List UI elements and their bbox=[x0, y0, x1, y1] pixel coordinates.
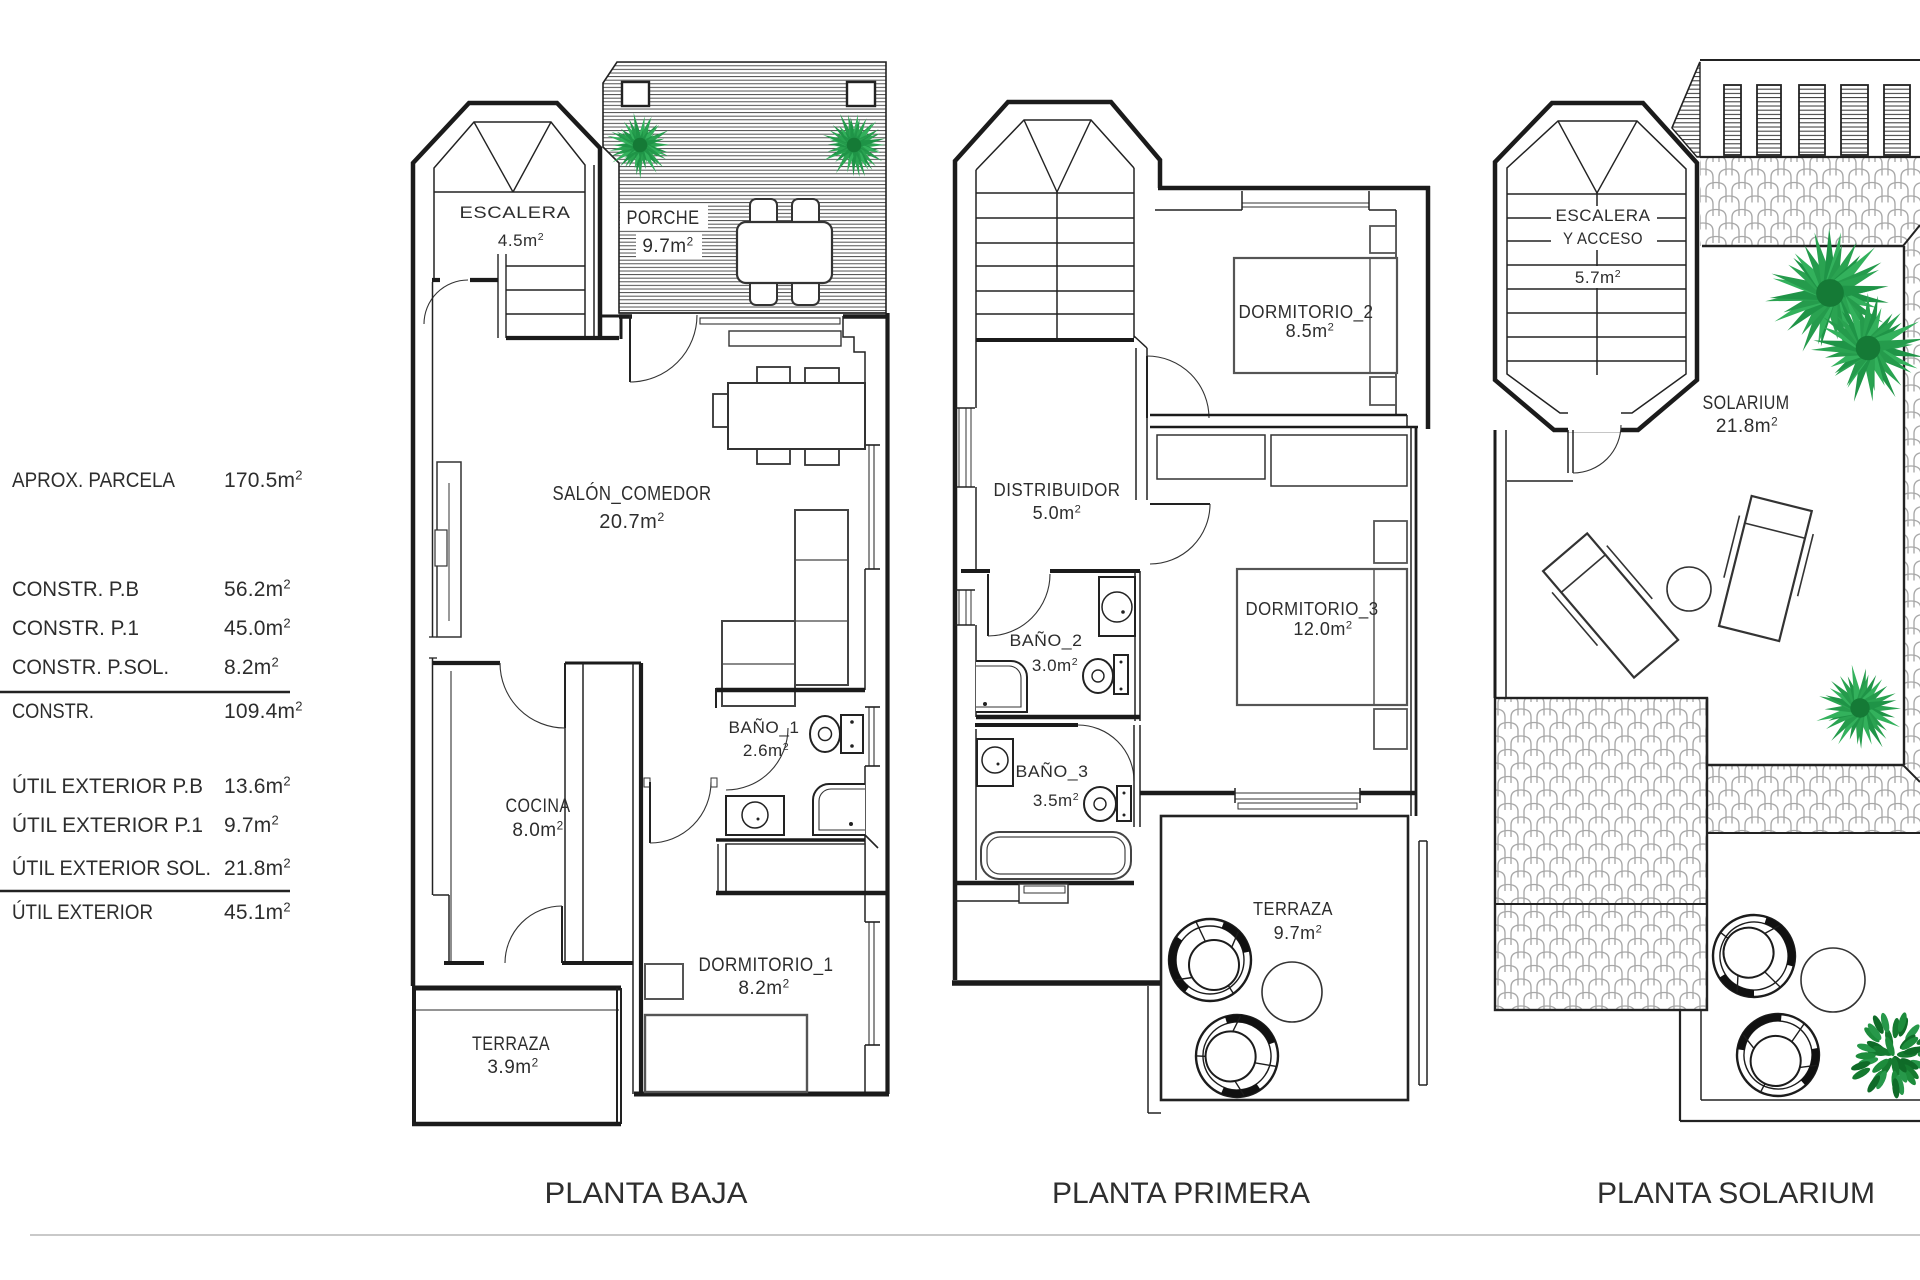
svg-text:3.0m2: 3.0m2 bbox=[1032, 656, 1078, 675]
svg-text:8.0m2: 8.0m2 bbox=[512, 819, 563, 841]
svg-text:ÚTIL EXTERIOR P.1: ÚTIL EXTERIOR P.1 bbox=[12, 814, 203, 837]
svg-text:CONSTR. P.SOL.: CONSTR. P.SOL. bbox=[12, 656, 169, 679]
svg-text:4.5m2: 4.5m2 bbox=[498, 231, 544, 250]
svg-text:DORMITORIO_1: DORMITORIO_1 bbox=[699, 955, 834, 976]
svg-text:DORMITORIO_2: DORMITORIO_2 bbox=[1239, 302, 1374, 323]
svg-text:CONSTR.: CONSTR. bbox=[12, 700, 94, 723]
svg-text:Y ACCESO: Y ACCESO bbox=[1563, 229, 1643, 248]
svg-text:9.7m2: 9.7m2 bbox=[224, 813, 279, 837]
svg-text:SALÓN_COMEDOR: SALÓN_COMEDOR bbox=[553, 482, 712, 505]
svg-text:DISTRIBUIDOR: DISTRIBUIDOR bbox=[994, 480, 1121, 500]
svg-text:8.5m2: 8.5m2 bbox=[1286, 321, 1335, 341]
svg-text:45.1m2: 45.1m2 bbox=[224, 900, 291, 924]
svg-text:9.7m2: 9.7m2 bbox=[1274, 923, 1323, 943]
svg-text:9.7m2: 9.7m2 bbox=[642, 235, 693, 257]
svg-text:56.2m2: 56.2m2 bbox=[224, 577, 291, 601]
svg-text:DORMITORIO_3: DORMITORIO_3 bbox=[1246, 599, 1379, 620]
svg-text:12.0m2: 12.0m2 bbox=[1293, 619, 1352, 639]
svg-text:TERRAZA: TERRAZA bbox=[472, 1034, 550, 1055]
svg-text:3.5m2: 3.5m2 bbox=[1033, 791, 1079, 810]
svg-text:BAÑO_3: BAÑO_3 bbox=[1016, 762, 1089, 781]
svg-text:8.2m2: 8.2m2 bbox=[224, 655, 279, 679]
svg-text:21.8m2: 21.8m2 bbox=[1716, 415, 1778, 437]
svg-text:SOLARIUM: SOLARIUM bbox=[1703, 393, 1790, 414]
svg-text:ÚTIL EXTERIOR SOL.: ÚTIL EXTERIOR SOL. bbox=[12, 857, 211, 880]
svg-text:170.5m2: 170.5m2 bbox=[224, 468, 303, 492]
svg-text:ÚTIL EXTERIOR: ÚTIL EXTERIOR bbox=[12, 901, 153, 924]
svg-text:20.7m2: 20.7m2 bbox=[599, 510, 665, 533]
svg-text:ESCALERA: ESCALERA bbox=[1556, 206, 1651, 225]
svg-text:ESCALERA: ESCALERA bbox=[460, 203, 571, 222]
svg-text:21.8m2: 21.8m2 bbox=[224, 856, 291, 880]
svg-text:45.0m2: 45.0m2 bbox=[224, 616, 291, 640]
svg-text:5.7m2: 5.7m2 bbox=[1575, 268, 1621, 287]
svg-text:CONSTR. P.1: CONSTR. P.1 bbox=[12, 617, 139, 640]
svg-text:CONSTR. P.B: CONSTR. P.B bbox=[12, 578, 139, 601]
svg-text:2.6m2: 2.6m2 bbox=[743, 741, 789, 760]
svg-text:TERRAZA: TERRAZA bbox=[1253, 899, 1333, 919]
svg-text:PLANTA BAJA: PLANTA BAJA bbox=[545, 1177, 748, 1210]
svg-text:BAÑO_1: BAÑO_1 bbox=[729, 718, 800, 737]
svg-text:3.9m2: 3.9m2 bbox=[487, 1056, 538, 1078]
svg-text:PLANTA SOLARIUM: PLANTA SOLARIUM bbox=[1597, 1177, 1875, 1210]
svg-text:ÚTIL EXTERIOR P.B: ÚTIL EXTERIOR P.B bbox=[12, 775, 203, 798]
svg-text:109.4m2: 109.4m2 bbox=[224, 699, 303, 723]
svg-text:COCINA: COCINA bbox=[506, 796, 571, 817]
svg-text:PLANTA PRIMERA: PLANTA PRIMERA bbox=[1052, 1177, 1310, 1210]
svg-text:APROX. PARCELA: APROX. PARCELA bbox=[12, 469, 175, 492]
svg-text:5.0m2: 5.0m2 bbox=[1033, 503, 1082, 523]
svg-text:PORCHE: PORCHE bbox=[627, 208, 700, 229]
svg-text:13.6m2: 13.6m2 bbox=[224, 774, 291, 798]
svg-text:8.2m2: 8.2m2 bbox=[738, 977, 789, 999]
svg-text:BAÑO_2: BAÑO_2 bbox=[1010, 631, 1083, 650]
